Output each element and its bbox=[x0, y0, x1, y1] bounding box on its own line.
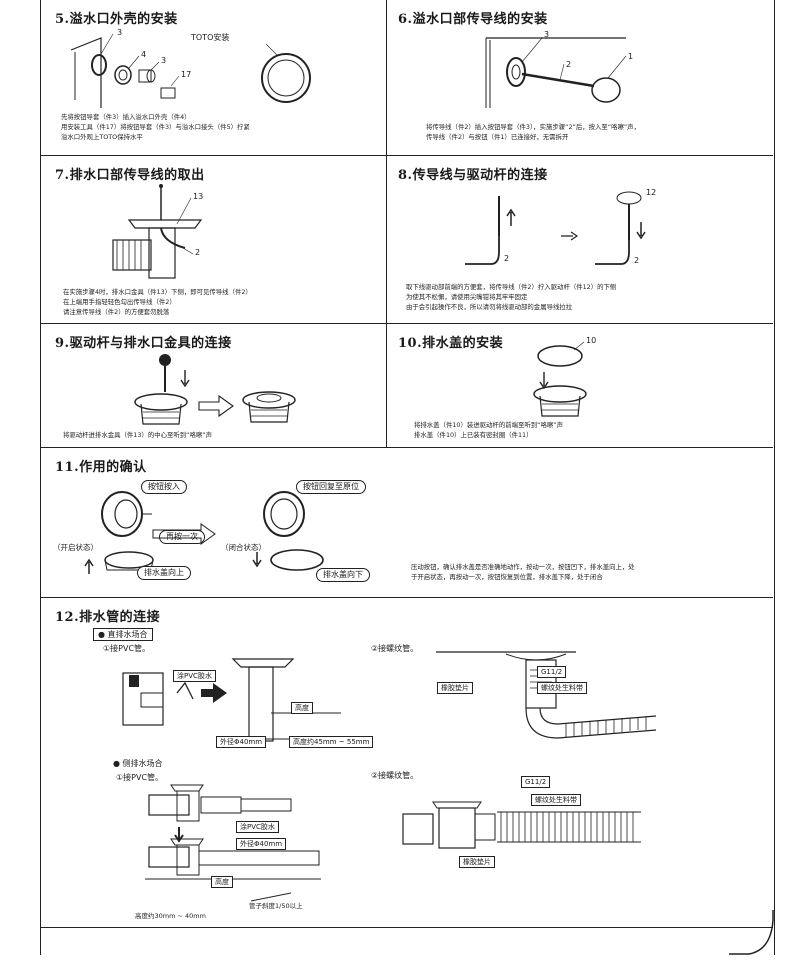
section-title: 6.溢水口部传导线的安装 bbox=[398, 12, 548, 27]
corrugated-step-label: ②接螺纹管。 bbox=[371, 644, 419, 653]
page-bottom-rule bbox=[41, 927, 773, 928]
pvc-step-label: ①接PVC管。 bbox=[103, 644, 151, 653]
section-5: 5.溢水口外壳的安装 3 4 3 17 TOTO安装 bbox=[41, 0, 386, 155]
overflow-wire-illustration bbox=[485, 37, 627, 108]
label-height: 高度 bbox=[291, 702, 313, 714]
cap-up-illustration bbox=[84, 551, 154, 574]
label-outer-diameter: 外径Φ40mm bbox=[216, 736, 267, 748]
instruction-line: 溢水口外观上TOTO保持水平 bbox=[61, 133, 143, 141]
instruction-line: 将驱动杆进排水金具（件13）的中心至听到“咯嚓”声 bbox=[63, 431, 212, 439]
label-thread-tape: 螺纹处生料带 bbox=[537, 682, 587, 694]
drain-pipe-illustration bbox=[112, 184, 203, 279]
label-g112: G11/2 bbox=[537, 666, 567, 678]
brand-label: TOTO安装 bbox=[191, 33, 230, 42]
side-corrugated-illustration bbox=[402, 801, 641, 849]
toto-ring-illustration bbox=[261, 43, 311, 103]
direct-drain-label: 直排水场合 bbox=[107, 630, 148, 639]
linkage-illustration bbox=[465, 191, 646, 265]
label-outer-diameter: 外径Φ40mm bbox=[236, 838, 287, 850]
side-drain-label: 侧排水场合 bbox=[122, 759, 163, 768]
corrugated-step-label: ②接螺纹管。 bbox=[371, 771, 419, 780]
label-open-state: （开启状态） bbox=[53, 543, 98, 552]
label-g112: G11/2 bbox=[521, 776, 551, 788]
part-number: 2 bbox=[504, 254, 510, 263]
label-thread-tape: 螺纹处生料带 bbox=[531, 794, 581, 806]
part-number: 1 bbox=[628, 52, 634, 61]
row-9-10: 9.驱动杆与排水口金具的连接 将驱动杆进排水金具（件13）的中心至听到“咯嚓”声… bbox=[41, 323, 773, 448]
part-number: 17 bbox=[181, 70, 192, 79]
arrow-icon bbox=[152, 523, 216, 545]
part-number: 13 bbox=[193, 192, 204, 201]
section-title: 8.传导线与驱动杆的连接 bbox=[398, 168, 548, 183]
instruction-line: 为使其不松懈，请使用尖嘴钳将其牢牢固定 bbox=[406, 293, 528, 301]
instruction-line: 请注意传导线（件2）的方便套勿脱落 bbox=[63, 308, 170, 316]
button-open-illustration bbox=[101, 491, 152, 537]
instruction-line: 于开启状态，再按动一次，按钮恢复到位置，排水盖下降，处于闭合 bbox=[411, 573, 603, 581]
label-height-range: 高度约30mm ~ 40mm bbox=[135, 912, 206, 920]
label-button-pressed: 按钮按入 bbox=[141, 480, 187, 494]
section-10: 10.排水盖的安装 10 将排水盖（件10）装进驱动杆的前端至听到“咯嚓”声 排… bbox=[386, 324, 773, 448]
page-corner-curl bbox=[729, 910, 774, 955]
instruction-line: 将传导线（件2）插入按钮导套（件3），实施步骤“2”后，按入至“咯嚓”声， bbox=[426, 123, 640, 131]
instruction-page: 5.溢水口外壳的安装 3 4 3 17 TOTO安装 bbox=[40, 0, 775, 955]
label-button-returned: 按钮回复至原位 bbox=[296, 480, 366, 494]
instruction-line: 排水盖（件10）上已装有密封圈（件11） bbox=[414, 431, 533, 439]
instruction-line: 在上端用手指轻轻色勾出传导线（件2） bbox=[63, 298, 176, 306]
instruction-line: 在实施步骤4时，排水口金具（件13）下侧，即可见传导线（件2） bbox=[63, 288, 252, 296]
column-divider bbox=[386, 156, 387, 324]
drive-rod-illustration bbox=[134, 354, 296, 425]
part-number: 12 bbox=[646, 188, 657, 197]
direct-drain-heading: ● 直排水场合 bbox=[93, 628, 153, 641]
row-5-6: 5.溢水口外壳的安装 3 4 3 17 TOTO安装 bbox=[41, 0, 773, 155]
label-closed-state: （闭合状态） bbox=[221, 543, 266, 552]
side-pvc-illustration bbox=[145, 784, 321, 902]
section-11: 11.作用的确认 按钮按入 （开启状态） 排水盖向上 再按一次 按钮回复至原位 … bbox=[41, 447, 773, 597]
section-title: 9.驱动杆与排水口金具的连接 bbox=[55, 336, 232, 351]
instruction-line: 由于会引起操作不良，所以请勿将线驱动部的金属导线拉拉 bbox=[406, 303, 573, 311]
section-title: 11.作用的确认 bbox=[55, 460, 147, 475]
label-cap-up: 排水盖向上 bbox=[137, 566, 191, 580]
label-slope: 管子斜度1/50以上 bbox=[249, 902, 303, 910]
label-height: 高度 bbox=[211, 876, 233, 888]
part-number: 2 bbox=[566, 60, 572, 69]
section-title: 12.排水管的连接 bbox=[55, 610, 161, 625]
label-cap-down: 排水盖向下 bbox=[316, 568, 370, 582]
direct-corrugated-illustration bbox=[436, 651, 657, 739]
section-9: 9.驱动杆与排水口金具的连接 将驱动杆进排水金具（件13）的中心至听到“咯嚓”声 bbox=[41, 324, 386, 448]
part-number: 3 bbox=[161, 56, 167, 65]
part-number: 3 bbox=[544, 30, 550, 39]
label-pvc-glue: 涂PVC胶水 bbox=[173, 670, 216, 682]
overflow-housing-illustration bbox=[70, 33, 180, 108]
part-number: 2 bbox=[195, 248, 201, 257]
part-number: 2 bbox=[634, 256, 640, 265]
column-divider bbox=[386, 324, 387, 448]
section-8: 8.传导线与驱动杆的连接 2 12 2 取下线驱动部前端的方便套，将传导线（件2… bbox=[386, 156, 773, 324]
section-title: 5.溢水口外壳的安装 bbox=[55, 12, 178, 27]
section-title: 10.排水盖的安装 bbox=[398, 336, 504, 351]
instruction-line: 取下线驱动部前端的方便套，将传导线（件2）拧入驱动杆（件12）的下侧 bbox=[406, 283, 617, 291]
part-number: 3 bbox=[117, 28, 123, 37]
section-6: 6.溢水口部传导线的安装 3 2 1 将传导线（件2）插入按钮导套（件3），实施… bbox=[386, 0, 773, 155]
instruction-line: 传导线（件2）与按钮（件1）已连接好，无需拆开 bbox=[426, 133, 569, 141]
label-seal-gasket: 橡胶垫片 bbox=[437, 682, 473, 694]
label-height-range: 高度约45mm ~ 55mm bbox=[289, 736, 374, 748]
instruction-line: 先将按钮导套（件3）插入溢水口外壳（件4） bbox=[61, 113, 191, 121]
pvc-step-label: ①接PVC管。 bbox=[116, 773, 164, 782]
section-title: 7.排水口部传导线的取出 bbox=[55, 168, 205, 183]
cap-down-illustration bbox=[252, 549, 324, 571]
drain-cap-illustration bbox=[533, 341, 587, 417]
row-7-8: 7.排水口部传导线的取出 13 2 在实施步骤4时，排水口金具（件13）下侧，即… bbox=[41, 155, 773, 324]
instruction-line: 用安装工具（件17）将按钮导套（件3）与溢水口接头（件5）拧紧 bbox=[61, 123, 250, 131]
part-number: 4 bbox=[141, 50, 147, 59]
side-drain-heading: ● 侧排水场合 bbox=[113, 759, 163, 768]
button-closed-illustration bbox=[263, 491, 305, 537]
column-divider bbox=[386, 0, 387, 155]
label-seal-gasket: 橡胶垫片 bbox=[459, 856, 495, 868]
instruction-line: 将排水盖（件10）装进驱动杆的前端至听到“咯嚓”声 bbox=[414, 421, 563, 429]
label-pvc-glue: 涂PVC胶水 bbox=[236, 821, 279, 833]
section-12: 12.排水管的连接 ● 直排水场合 ①接PVC管。 涂PVC胶水 高度 外径Φ4… bbox=[41, 597, 773, 927]
part-number: 10 bbox=[586, 336, 597, 345]
instruction-line: 压动按钮，确认排水盖是否准确地动作，按动一次，按钮凹下，排水盖向上，处 bbox=[411, 563, 635, 571]
section-7: 7.排水口部传导线的取出 13 2 在实施步骤4时，排水口金具（件13）下侧，即… bbox=[41, 156, 386, 324]
